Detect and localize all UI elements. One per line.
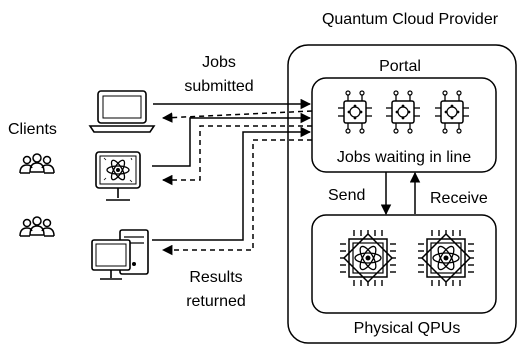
return-arrow-desktop xyxy=(161,139,312,256)
desktop-pc-icon xyxy=(91,229,149,280)
return-arrow-quantum xyxy=(161,125,312,186)
results-label-line2: returned xyxy=(186,293,246,310)
return-arrow-laptop xyxy=(161,110,313,123)
job-chip-icon xyxy=(337,90,373,134)
jobs-label-line2: submitted xyxy=(184,78,253,95)
job-queue-box xyxy=(311,77,497,173)
qpu-icon xyxy=(417,229,475,287)
qpu-box xyxy=(311,214,497,314)
portal-title: Portal xyxy=(379,58,421,75)
queue-label: Jobs waiting in line xyxy=(337,149,471,166)
send-label: Send xyxy=(328,187,365,204)
provider-container xyxy=(287,44,517,344)
submit-arrow-desktop xyxy=(152,126,312,241)
receive-label: Receive xyxy=(430,190,488,207)
results-label-line1: Results xyxy=(189,269,242,286)
provider-title: Quantum Cloud Provider xyxy=(322,11,499,28)
jobs-label-line1: Jobs xyxy=(202,54,236,71)
job-chip-icon xyxy=(385,90,421,134)
quantum-computer-monitor-icon xyxy=(95,151,141,201)
user-group-icon xyxy=(19,153,55,174)
user-group-icon xyxy=(19,216,55,237)
job-chip-icon xyxy=(434,90,470,134)
clients-label: Clients xyxy=(8,121,57,138)
laptop-icon xyxy=(88,90,156,133)
qpu-label: Physical QPUs xyxy=(354,320,461,337)
submit-arrow-quantum xyxy=(152,112,312,167)
qpu-icon xyxy=(339,229,397,287)
